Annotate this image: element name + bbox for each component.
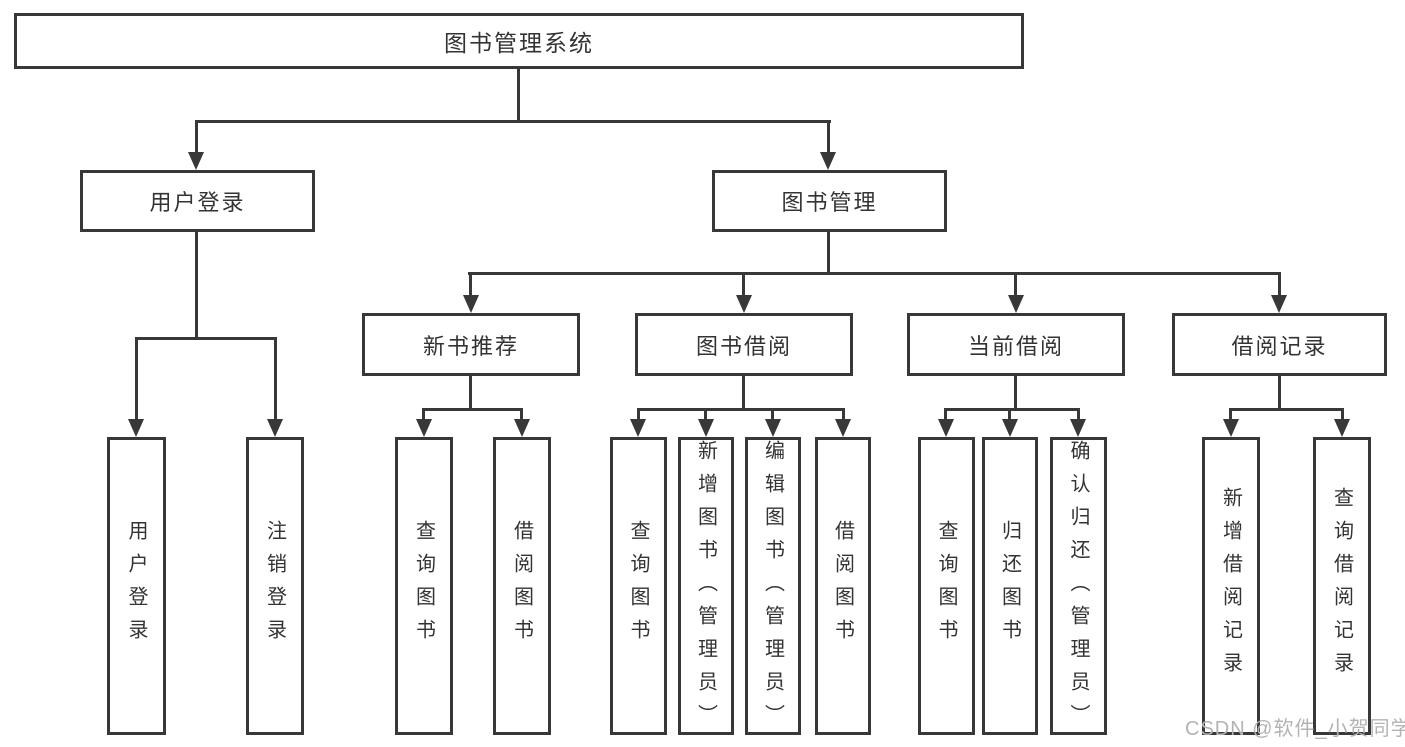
connector-line — [944, 408, 947, 421]
node-borrow-records: 借阅记录 — [1172, 313, 1387, 376]
connector-line — [1278, 272, 1281, 297]
connector-line — [742, 376, 745, 408]
arrow-down-icon — [938, 419, 954, 437]
arrow-down-icon — [128, 419, 144, 437]
arrow-down-icon — [1070, 419, 1086, 437]
leaf-query-borrow-record: 查询借阅记录 — [1313, 437, 1371, 735]
leaf-return-book: 归还图书 — [982, 437, 1038, 735]
connector-line — [135, 337, 138, 421]
arrow-down-icon — [1002, 419, 1018, 437]
connector-line — [469, 376, 472, 408]
node-book-management: 图书管理 — [712, 170, 947, 232]
connector-line — [469, 272, 472, 297]
connector-line — [195, 232, 198, 337]
connector-line — [1341, 408, 1344, 421]
arrow-down-icon — [188, 152, 204, 170]
arrow-down-icon — [1334, 419, 1350, 437]
connector-line — [520, 408, 523, 421]
leaf-borrow-books-recommend: 借阅图书 — [493, 437, 551, 735]
leaf-query-books-borrow: 查询图书 — [610, 437, 667, 735]
connector-line — [704, 408, 707, 421]
leaf-query-books-recommend: 查询图书 — [395, 437, 453, 735]
connector-line — [842, 408, 845, 421]
connector-line — [1008, 408, 1011, 421]
arrow-down-icon — [1008, 295, 1024, 313]
arrow-down-icon — [820, 152, 836, 170]
leaf-add-book-admin: 新增图书（管理员） — [678, 437, 734, 737]
node-book-borrow: 图书借阅 — [635, 313, 853, 376]
arrow-down-icon — [416, 419, 432, 437]
connector-line — [1229, 408, 1344, 411]
node-library-system: 图书管理系统 — [14, 13, 1024, 69]
connector-line — [422, 408, 425, 421]
connector-line — [422, 408, 523, 411]
connector-line — [274, 337, 277, 421]
leaf-confirm-return-admin: 确认归还（管理员） — [1050, 437, 1107, 737]
connector-line — [135, 337, 277, 340]
arrow-down-icon — [1271, 295, 1287, 313]
connector-line — [1014, 272, 1017, 297]
connector-line — [827, 232, 830, 272]
connector-line — [944, 408, 1080, 411]
leaf-query-books-current: 查询图书 — [918, 437, 975, 735]
connector-line — [517, 69, 520, 120]
leaf-add-borrow-record: 新增借阅记录 — [1202, 437, 1260, 735]
leaf-logout: 注销登录 — [246, 437, 304, 735]
arrow-down-icon — [765, 419, 781, 437]
leaf-borrow-books-borrow: 借阅图书 — [815, 437, 871, 735]
watermark-text: CSDN @软件_小贺同学 — [1185, 718, 1405, 740]
node-current-borrow: 当前借阅 — [907, 313, 1125, 376]
arrow-down-icon — [463, 295, 479, 313]
connector-line — [1229, 408, 1232, 421]
arrow-down-icon — [630, 419, 646, 437]
arrow-down-icon — [267, 419, 283, 437]
connector-line — [468, 272, 1281, 275]
connector-line — [195, 120, 198, 154]
node-new-book-recommend: 新书推荐 — [362, 313, 580, 376]
arrow-down-icon — [1223, 419, 1239, 437]
arrow-down-icon — [514, 419, 530, 437]
connector-line — [637, 408, 845, 411]
connector-line — [1077, 408, 1080, 421]
connector-line — [827, 120, 830, 154]
node-user-login: 用户登录 — [80, 170, 315, 232]
arrow-down-icon — [698, 419, 714, 437]
leaf-edit-book-admin: 编辑图书（管理员） — [745, 437, 801, 737]
leaf-user-login: 用户登录 — [107, 437, 166, 735]
connector-line — [771, 408, 774, 421]
connector-line — [742, 272, 745, 297]
arrow-down-icon — [736, 295, 752, 313]
connector-line — [1278, 376, 1281, 408]
connector-line — [637, 408, 640, 421]
connector-line — [195, 120, 831, 123]
connector-line — [1014, 376, 1017, 408]
arrow-down-icon — [835, 419, 851, 437]
